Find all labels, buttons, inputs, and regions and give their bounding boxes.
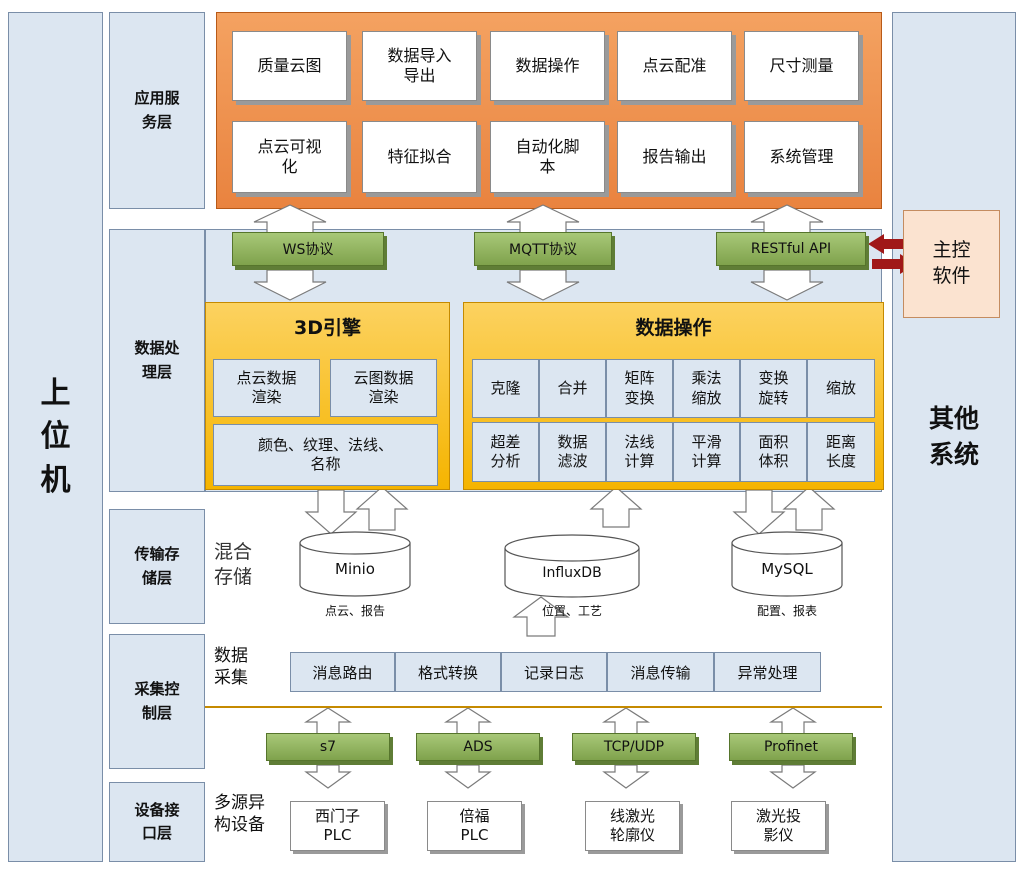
arrow-ws-up <box>253 204 327 235</box>
arrow-rest-down <box>750 269 824 301</box>
op-scale: 缩放 <box>807 359 875 418</box>
op-clone: 克隆 <box>472 359 539 418</box>
collect-item-logging: 记录日志 <box>501 652 607 692</box>
db-name-mysql: MySQL <box>761 560 813 578</box>
device-title: 多源异 构设备 <box>214 793 265 836</box>
layer-label-collection-control: 采集控 制层 <box>109 634 205 769</box>
device-beckhoff-plc: 倍福 PLC <box>427 801 522 851</box>
protocol-mqtt: MQTT协议 <box>474 232 612 266</box>
arrow-collection-to-influx <box>512 596 570 637</box>
op-smooth-calc: 平滑 计算 <box>673 422 740 482</box>
engine-item-cloud-map-render: 云图数据 渲染 <box>330 359 437 417</box>
device-laser-projector: 激光投 影仪 <box>731 801 826 851</box>
collection-protocol-ads: ADS <box>416 733 540 761</box>
app-item-point-cloud-visualization[interactable]: 点云可视 化 <box>232 121 347 193</box>
collect-item-message-routing: 消息路由 <box>290 652 395 692</box>
arrow-ads-down <box>444 764 492 789</box>
host-computer-label: 上 位 机 <box>40 375 71 498</box>
engine-item-attributes: 颜色、纹理、法线、 名称 <box>213 424 438 486</box>
op-merge: 合并 <box>539 359 606 418</box>
arrow-profinet-up <box>768 707 818 735</box>
app-item-dimension-measurement[interactable]: 尺寸测量 <box>744 31 859 101</box>
host-computer-panel: 上 位 机 <box>8 12 103 862</box>
arrow-s7-up <box>303 707 353 735</box>
layer-label-application: 应用服 务层 <box>109 12 205 209</box>
engine-3d-title: 3D引擎 <box>294 317 361 339</box>
op-data-filter: 数据 滤波 <box>539 422 606 482</box>
data-operations-title: 数据操作 <box>635 317 712 339</box>
db-caption-influxdb: 位置、工艺 <box>541 604 602 618</box>
op-matrix-transform: 矩阵 变换 <box>606 359 673 418</box>
arrow-mqtt-down <box>506 269 580 301</box>
device-line-laser-profiler: 线激光 轮廓仪 <box>585 801 680 851</box>
app-item-automation-script[interactable]: 自动化脚 本 <box>490 121 605 193</box>
op-area-volume: 面积 体积 <box>740 422 807 482</box>
db-name-influxdb: InfluxDB <box>542 565 602 581</box>
op-tolerance-analysis: 超差 分析 <box>472 422 539 482</box>
arrow-ws-down <box>253 269 327 301</box>
db-caption-mysql: 配置、报表 <box>756 604 817 618</box>
arrow-s7-down <box>304 764 352 789</box>
main-control-software: 主控 软件 <box>903 210 1000 318</box>
db-name-minio: Minio <box>335 560 375 578</box>
arrow-tcp-up <box>601 707 651 735</box>
app-item-data-import-export[interactable]: 数据导入 导出 <box>362 31 477 101</box>
arrow-rest-up <box>750 204 824 235</box>
app-item-system-management[interactable]: 系统管理 <box>744 121 859 193</box>
op-transform-rotate: 变换 旋转 <box>740 359 807 418</box>
app-item-report-output[interactable]: 报告输出 <box>617 121 732 193</box>
collection-divider <box>205 706 882 708</box>
collect-item-exception-handling: 异常处理 <box>714 652 821 692</box>
layer-label-data-processing: 数据处 理层 <box>109 229 205 492</box>
arrow-mysql-down <box>732 489 786 535</box>
app-item-quality-cloud-map[interactable]: 质量云图 <box>232 31 347 101</box>
arrow-mysql-up <box>782 486 836 531</box>
engine-item-point-cloud-render: 点云数据 渲染 <box>213 359 320 417</box>
collect-item-format-conversion: 格式转换 <box>395 652 501 692</box>
layer-label-device-interface: 设备接 口层 <box>109 782 205 862</box>
collection-title: 数据 采集 <box>214 646 248 689</box>
op-normal-calc: 法线 计算 <box>606 422 673 482</box>
layer-label-transmission-storage: 传输存 储层 <box>109 509 205 624</box>
op-multiply-scale: 乘法 缩放 <box>673 359 740 418</box>
other-systems-label: 其他 系统 <box>928 403 979 469</box>
arrow-minio-up <box>355 486 409 531</box>
collection-protocol-profinet: Profinet <box>729 733 853 761</box>
app-item-point-cloud-registration[interactable]: 点云配准 <box>617 31 732 101</box>
app-item-data-operation[interactable]: 数据操作 <box>490 31 605 101</box>
db-caption-minio: 点云、报告 <box>324 604 385 618</box>
arrow-profinet-down <box>769 764 817 789</box>
arrow-mqtt-up <box>506 204 580 235</box>
other-systems-panel: 其他 系统 <box>892 12 1016 862</box>
op-distance-length: 距离 长度 <box>807 422 875 482</box>
arrow-red-left <box>868 234 912 254</box>
arrow-influx-up <box>589 486 643 528</box>
protocol-restful-api: RESTful API <box>716 232 866 266</box>
collect-item-message-transmission: 消息传输 <box>607 652 714 692</box>
device-siemens-plc: 西门子 PLC <box>290 801 385 851</box>
storage-title: 混合 存储 <box>214 541 253 588</box>
app-item-feature-fitting[interactable]: 特征拟合 <box>362 121 477 193</box>
arrow-minio-down <box>304 489 358 535</box>
arrow-ads-up <box>443 707 493 735</box>
collection-protocol-tcp-udp: TCP/UDP <box>572 733 696 761</box>
protocol-ws: WS协议 <box>232 232 384 266</box>
arrow-tcp-down <box>602 764 650 789</box>
collection-protocol-s7: s7 <box>266 733 390 761</box>
